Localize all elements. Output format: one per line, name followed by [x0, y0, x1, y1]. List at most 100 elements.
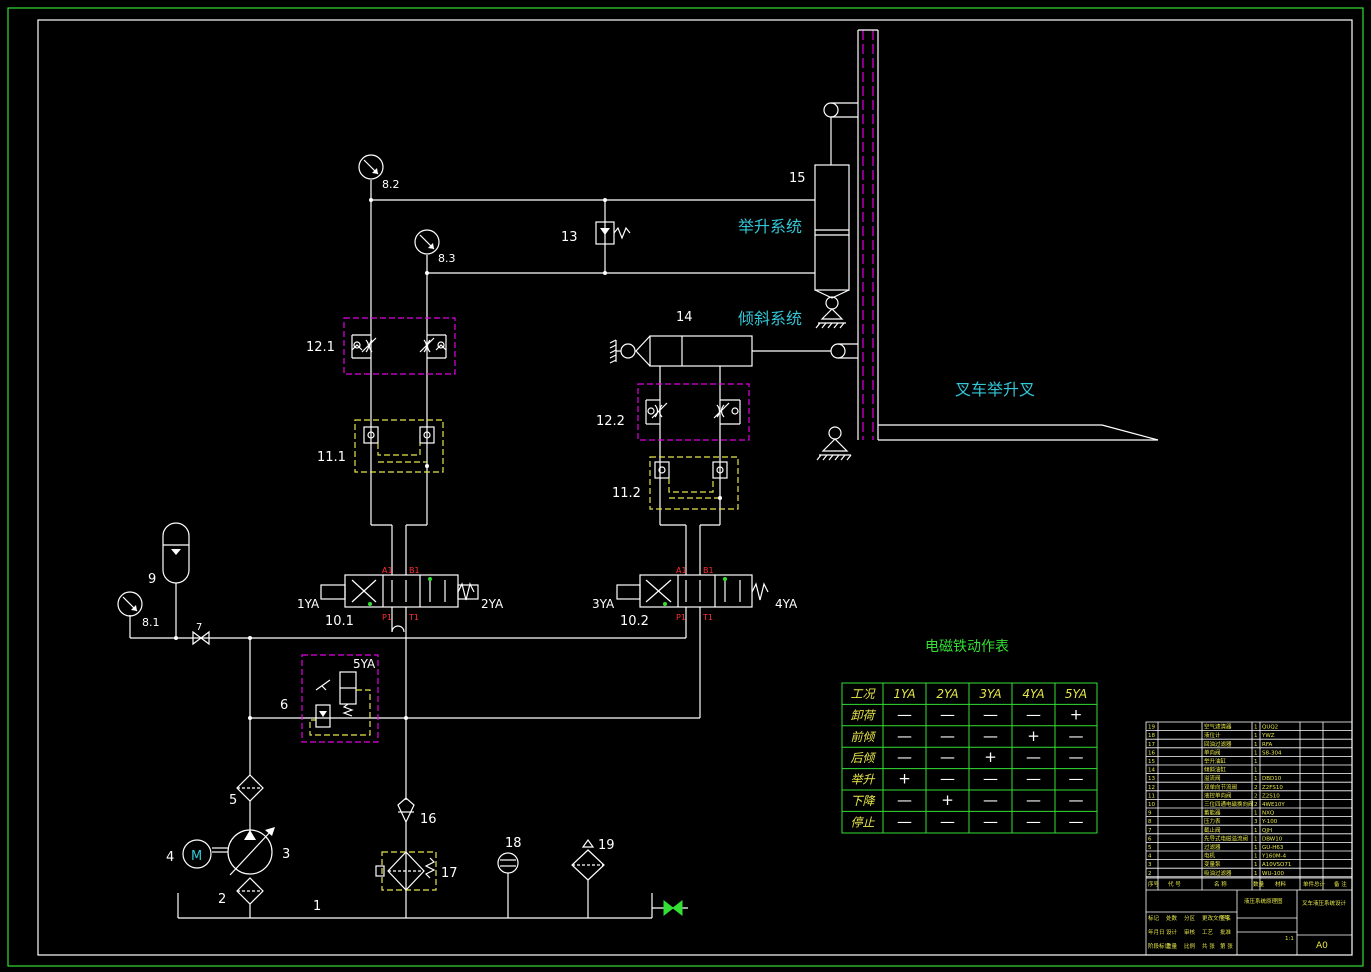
parts-cell: 液位计: [1204, 731, 1221, 739]
label-7: 7: [196, 622, 202, 633]
port-a1-10-1: A1: [382, 566, 393, 575]
filter-5: [236, 774, 264, 833]
table-cell: —: [1026, 791, 1041, 809]
parts-cell: 3: [1254, 819, 1258, 825]
parts-cell: DBD10: [1262, 776, 1282, 782]
parts-cell: 举升油缸: [1204, 757, 1227, 765]
table-header-cell: 3YA: [979, 687, 1001, 701]
tb-scale: 1:1: [1285, 936, 1294, 942]
parts-header-cell: 材料: [1275, 880, 1287, 888]
lift-cylinder-15: [814, 117, 850, 329]
check-valve-16: [397, 797, 415, 824]
parts-cell: 过滤器: [1204, 843, 1221, 851]
pressure-gauge-8-2: [358, 154, 384, 180]
tb-drawing-name: 液压系统原理图: [1244, 897, 1283, 905]
parts-cell: 11: [1148, 793, 1155, 799]
fork-title: 叉车举升叉: [955, 380, 1035, 399]
parts-cell: 回油过滤器: [1204, 740, 1232, 748]
fork-mast: [816, 29, 1159, 461]
table-cell: —: [897, 812, 912, 830]
parts-cell: 15: [1148, 759, 1155, 765]
tb-design-title: 叉车液压系统设计: [1302, 899, 1347, 907]
throttle-check-valve-12-2: [637, 383, 750, 441]
table-cell: —: [983, 705, 998, 723]
table-cell: —: [897, 791, 912, 809]
port-t1-10-1: T1: [408, 613, 419, 622]
tb-small-label: 处数: [1166, 914, 1178, 922]
parts-cell: Z2S10: [1262, 793, 1280, 799]
label-10-1: 10.1: [325, 614, 354, 629]
label-10-2: 10.2: [620, 614, 649, 629]
level-gauge-18: [497, 852, 519, 918]
parts-cell: 三位四通电磁换向阀: [1204, 800, 1254, 808]
parts-cell: YWZ: [1261, 733, 1275, 739]
table-cell: —: [1026, 705, 1041, 723]
main-pressure-lines: [129, 583, 701, 918]
table-cell: +: [984, 748, 997, 766]
parts-cell: 4WE10Y: [1262, 802, 1285, 808]
label-17: 17: [441, 866, 458, 881]
parts-cell: 压力表: [1204, 817, 1221, 825]
parts-cell: 17: [1148, 742, 1155, 748]
tb-small-label: 共 张: [1202, 942, 1215, 950]
parts-cell: 蓄能器: [1204, 809, 1221, 817]
table-header-cell: 1YA: [893, 687, 915, 701]
label-14: 14: [676, 310, 693, 325]
tilt-cylinder-14: [609, 335, 831, 367]
pilot-check-valve-11-1: [354, 419, 444, 473]
table-row-name: 停止: [850, 815, 875, 829]
parts-cell: 吸油过滤器: [1204, 869, 1232, 877]
parts-cell: 1: [1254, 845, 1258, 851]
table-cell: —: [940, 727, 955, 745]
parts-cell: Z2FS10: [1262, 785, 1283, 791]
solenoid-table-title: 电磁铁动作表: [925, 639, 1009, 655]
parts-cell: 2: [1254, 802, 1258, 808]
parts-cell: 1: [1254, 733, 1258, 739]
table-row-name: 卸荷: [850, 708, 876, 722]
inner-frame: [37, 19, 1353, 956]
lift-system-title: 举升系统: [738, 217, 802, 236]
label-18: 18: [505, 836, 522, 851]
parts-cell: 双单向节流阀: [1204, 783, 1237, 791]
parts-cell: NXQ: [1262, 811, 1275, 817]
tb-small-label: 阶段标记: [1148, 942, 1171, 950]
table-cell: —: [897, 705, 912, 723]
motor-label: M: [191, 849, 202, 864]
table-cell: —: [897, 748, 912, 766]
directional-valve-10-2: [616, 574, 769, 608]
parts-header-cell: 单件: [1303, 880, 1315, 888]
parts-cell: 变量泵: [1204, 860, 1221, 868]
parts-cell: 截止阀: [1204, 826, 1221, 834]
parts-cell: RFA: [1262, 742, 1272, 748]
label-4ya: 4YA: [775, 597, 798, 611]
tb-small-label: 签名: [1220, 914, 1231, 922]
pilot-check-valve-11-2: [649, 456, 739, 510]
label-11-2: 11.2: [612, 486, 641, 501]
parts-cell: 2: [1254, 793, 1258, 799]
parts-cell: 16: [1148, 750, 1155, 756]
table-cell: —: [1069, 770, 1084, 788]
port-a1-10-2: A1: [676, 566, 687, 575]
parts-cell: 先导式电磁溢流阀: [1204, 834, 1248, 842]
parts-header-cell: 数量: [1253, 880, 1265, 888]
label-8-1: 8.1: [142, 616, 160, 629]
parts-cell: Y-100: [1261, 819, 1278, 825]
label-2: 2: [218, 892, 226, 907]
parts-cell: DBW10: [1262, 836, 1283, 842]
parts-cell: 液控单向阀: [1204, 791, 1232, 799]
table-cell: —: [940, 770, 955, 788]
table-cell: —: [1026, 748, 1041, 766]
parts-cell: 倾斜油缸: [1204, 766, 1227, 774]
parts-cell: 6: [1148, 836, 1152, 842]
parts-header-cell: 名 称: [1214, 880, 1227, 888]
motor-4: M: [182, 839, 212, 869]
relief-valve-13: [595, 200, 631, 273]
table-row-name: 下降: [850, 794, 875, 808]
throttle-check-valve-12-1: [343, 317, 456, 375]
port-p1-10-1: P1: [382, 613, 392, 622]
table-cell: —: [940, 705, 955, 723]
table-header-cell: 工况: [850, 687, 876, 701]
parts-cell: 4: [1148, 854, 1152, 860]
